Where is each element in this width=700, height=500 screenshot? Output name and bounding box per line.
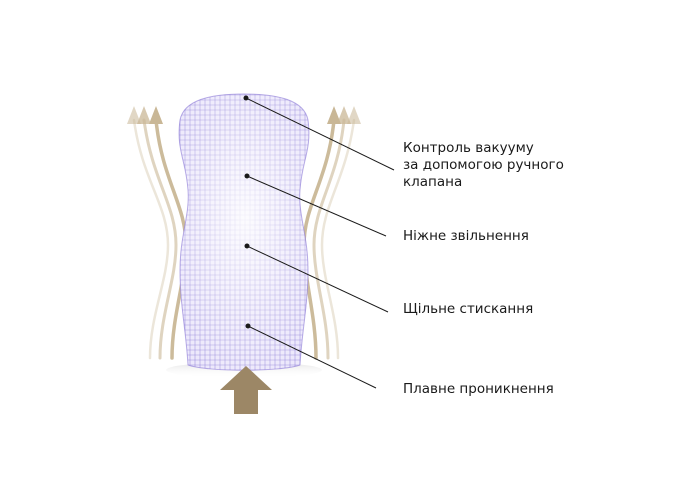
push-arrow-up — [220, 366, 272, 414]
leader-dot-vacuum-control — [243, 95, 249, 101]
label-gentle-release: Ніжне звільнення — [403, 228, 529, 244]
leader-line-vacuum-control — [245, 97, 395, 171]
label-tight-squeeze: Щільне стискання — [403, 301, 534, 317]
leader-dot-gentle-release — [244, 173, 250, 179]
leader-line-smooth-penetration — [247, 325, 377, 389]
label-vacuum-control: Контроль вакууму за допомогою ручного кл… — [403, 140, 564, 191]
leader-dot-tight-squeeze — [244, 243, 250, 249]
airflow-arrow — [132, 118, 170, 360]
leader-dot-smooth-penetration — [245, 323, 251, 329]
airflow-arrow — [320, 118, 356, 360]
leader-lines — [243, 95, 395, 389]
airflow-arrow — [142, 118, 178, 360]
leader-line-tight-squeeze — [246, 245, 389, 313]
label-smooth-penetration: Плавне проникнення — [403, 381, 554, 397]
mesh-body — [178, 93, 310, 371]
label-vacuum-control-line-1: Контроль вакууму — [403, 140, 534, 156]
airflow-arrows-left — [127, 106, 188, 360]
arrow-head — [347, 106, 361, 124]
label-vacuum-control-line-2: за допомогою ручного — [403, 157, 564, 173]
airflow-arrow — [312, 118, 346, 360]
label-vacuum-control-line-3: клапана — [403, 174, 463, 190]
airflow-arrows-right — [302, 106, 361, 360]
arrow-head — [337, 106, 351, 124]
leader-line-gentle-release — [246, 175, 387, 237]
airflow-arrow — [302, 118, 336, 360]
arrow-head — [137, 106, 151, 124]
arrow-head — [327, 106, 341, 124]
arrow-head — [149, 106, 163, 124]
arrow-head — [127, 106, 141, 124]
